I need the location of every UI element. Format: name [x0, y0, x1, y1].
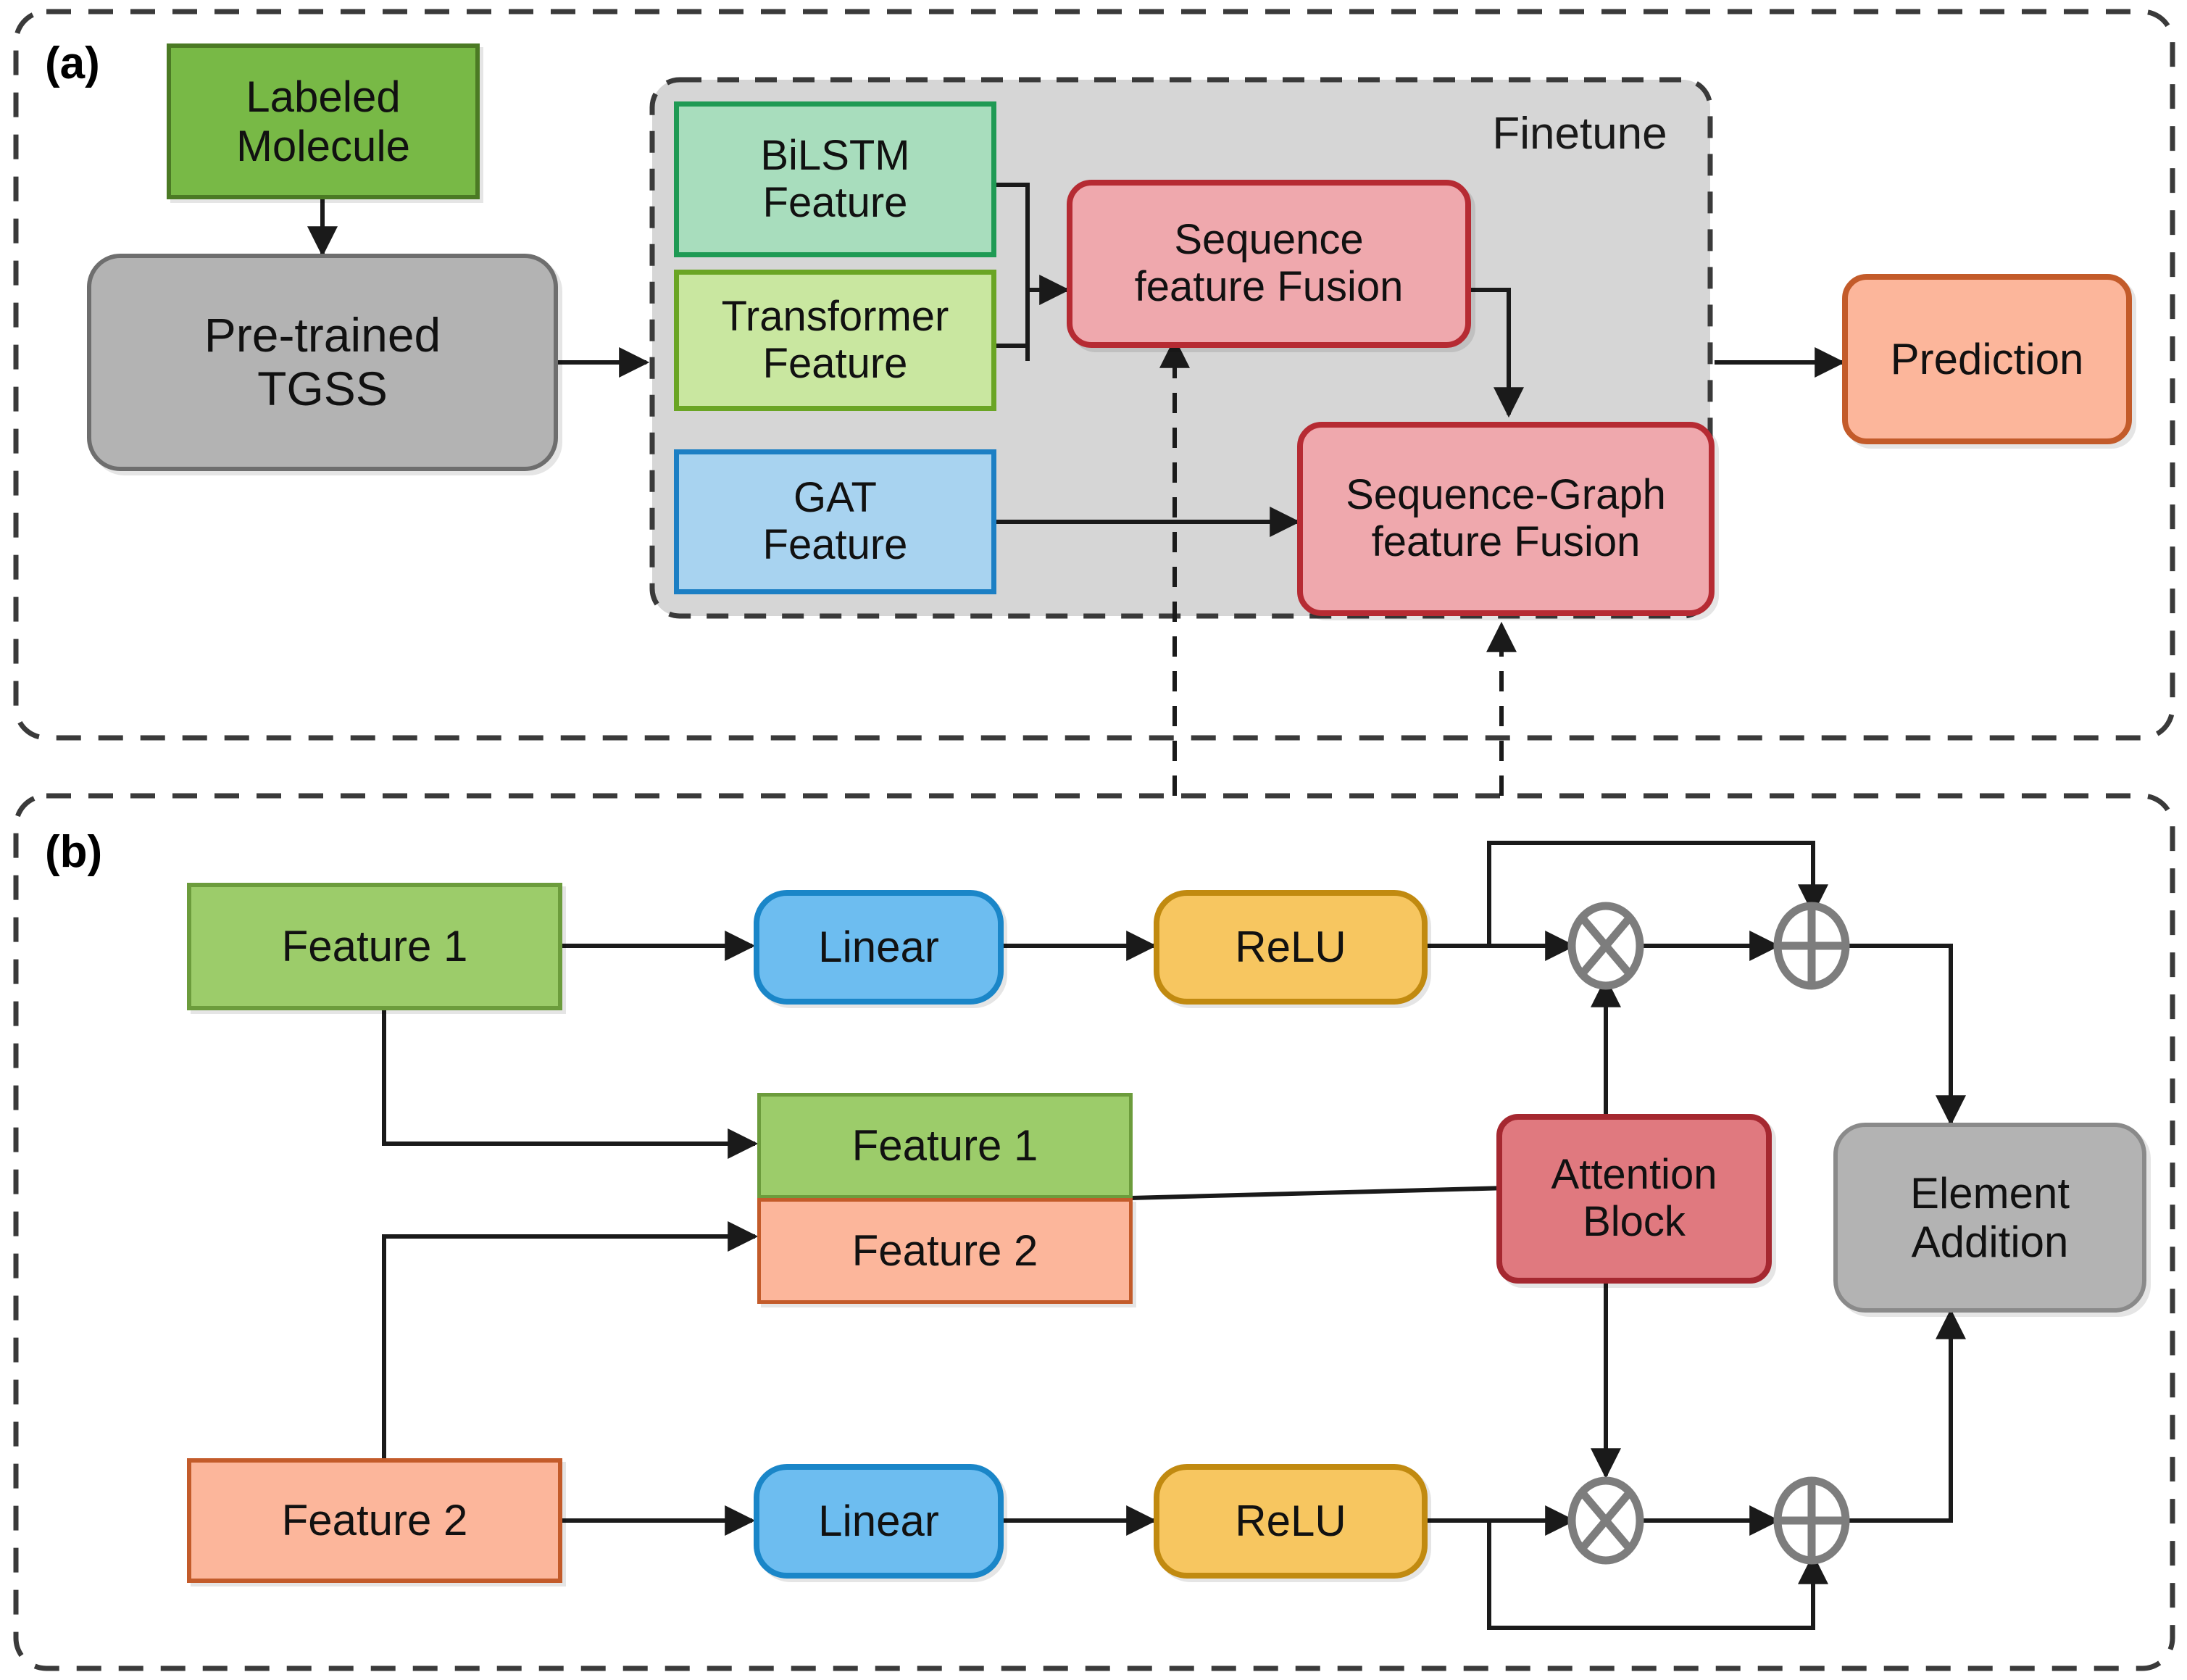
skip-relu-top-to-add-top [1487, 841, 1828, 946]
operator-add-top [1773, 902, 1850, 990]
node-label: GAT Feature [762, 474, 908, 568]
node-bilstm-feature[interactable]: BiLSTM Feature [674, 101, 996, 257]
node-label: Sequence-Graph feature Fusion [1346, 471, 1666, 565]
node-label: BiLSTM Feature [760, 131, 910, 226]
node-label: Transformer Feature [721, 292, 949, 387]
arrow-add-bottom-to-element-addition [1846, 1308, 1966, 1523]
node-label: ReLU [1235, 1497, 1346, 1546]
node-prediction[interactable]: Prediction [1842, 274, 2132, 444]
node-feature1-stack[interactable]: Feature 1 [757, 1093, 1133, 1199]
node-relu-bottom[interactable]: ReLU [1154, 1464, 1428, 1579]
operator-multiply-top [1567, 902, 1644, 990]
node-labeled-molecule[interactable]: Labeled Molecule [167, 43, 480, 199]
group-label-text: Finetune [1492, 109, 1667, 159]
node-transformer-feature[interactable]: Transformer Feature [674, 270, 996, 411]
node-label: Attention Block [1551, 1151, 1717, 1245]
panel-a-label: (a) [45, 38, 100, 88]
node-feature2-stack[interactable]: Feature 2 [757, 1198, 1133, 1304]
node-sequence-graph-feature-fusion[interactable]: Sequence-Graph feature Fusion [1297, 422, 1715, 616]
arrow-f1-branch-to-stack [382, 976, 759, 1159]
node-label: Element Addition [1909, 1168, 2070, 1266]
node-linear-top[interactable]: Linear [754, 890, 1004, 1005]
operator-multiply-bottom [1567, 1476, 1644, 1565]
arrow-f2-branch-to-stack [382, 1221, 759, 1487]
node-feature2-bottom[interactable]: Feature 2 [187, 1458, 562, 1583]
node-label: Feature 2 [281, 1496, 468, 1545]
skip-relu-bottom-to-add-bottom [1487, 1521, 1828, 1630]
node-label: Feature 1 [281, 922, 468, 971]
arrow-add-top-to-element-addition [1846, 944, 1966, 1126]
arrow-stack-to-attention [1130, 1173, 1538, 1204]
node-element-addition[interactable]: Element Addition [1833, 1123, 2146, 1313]
node-label: Feature 2 [851, 1226, 1038, 1276]
node-sequence-feature-fusion[interactable]: Sequence feature Fusion [1067, 180, 1471, 348]
node-label: Labeled Molecule [236, 72, 411, 170]
finetune-group-label: Finetune [1442, 105, 1717, 163]
node-label: Linear [818, 923, 939, 972]
panel-b-label: (b) [45, 827, 103, 877]
node-attention-block[interactable]: Attention Block [1496, 1114, 1772, 1284]
node-label: Sequence feature Fusion [1134, 216, 1404, 310]
node-label: ReLU [1235, 923, 1346, 972]
node-label: Feature 1 [851, 1121, 1038, 1170]
node-gat-feature[interactable]: GAT Feature [674, 449, 996, 594]
node-feature1-top[interactable]: Feature 1 [187, 883, 562, 1010]
node-relu-top[interactable]: ReLU [1154, 890, 1428, 1005]
node-pretrained-tgss[interactable]: Pre-trained TGSS [87, 254, 558, 471]
panel-b-frame [13, 793, 2175, 1671]
node-label: Prediction [1890, 334, 2084, 383]
node-label: Pre-trained TGSS [204, 308, 441, 415]
arrow-seqfusion-to-seqgraph [1471, 288, 1524, 418]
node-linear-bottom[interactable]: Linear [754, 1464, 1004, 1579]
operator-add-bottom [1773, 1476, 1850, 1565]
node-label: Linear [818, 1497, 939, 1546]
